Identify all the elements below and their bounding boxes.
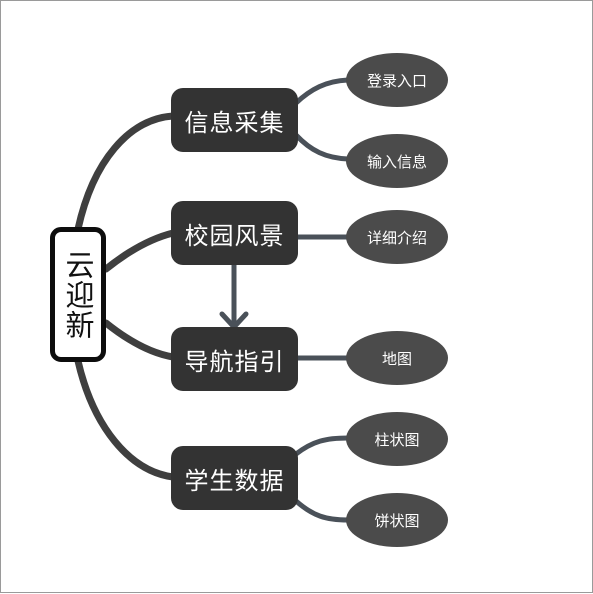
connector-root-to-campus [102,229,177,273]
branch-node-label: 学生数据 [184,466,285,495]
leaf-node-label: 柱状图 [374,430,420,449]
root-node: 云迎新 [50,227,106,362]
connector-info-to-login [293,77,351,106]
connector-root-to-data [74,357,177,481]
branch-node-data: 学生数据 [171,446,298,510]
leaf-node-label: 饼状图 [374,511,420,530]
branch-node-label: 导航指引 [184,347,285,376]
leaf-node-label: 地图 [381,349,412,368]
branch-node-campus: 校园风景 [171,201,298,265]
connector-root-to-nav [102,319,177,361]
leaf-node-login: 登录入口 [346,53,448,107]
connector-data-to-bar [293,435,351,457]
leaf-node-detail: 详细介绍 [346,210,448,264]
leaf-node-label: 输入信息 [366,152,427,171]
leaf-node-input: 输入信息 [346,134,448,188]
branch-node-label: 信息采集 [184,108,285,137]
connector-info-to-input [293,132,351,162]
leaf-node-bar-chart: 柱状图 [346,412,448,466]
leaf-node-map: 地图 [346,331,448,385]
leaf-node-label: 登录入口 [366,71,427,90]
branch-node-nav: 导航指引 [171,327,298,391]
leaf-node-pie-chart: 饼状图 [346,493,448,547]
connector-root-to-info [74,112,177,233]
branch-node-label: 校园风景 [184,221,285,250]
root-node-label: 云迎新 [61,249,95,340]
branch-node-info: 信息采集 [171,88,298,152]
connector-data-to-pie [293,498,351,523]
leaf-node-label: 详细介绍 [366,228,427,247]
